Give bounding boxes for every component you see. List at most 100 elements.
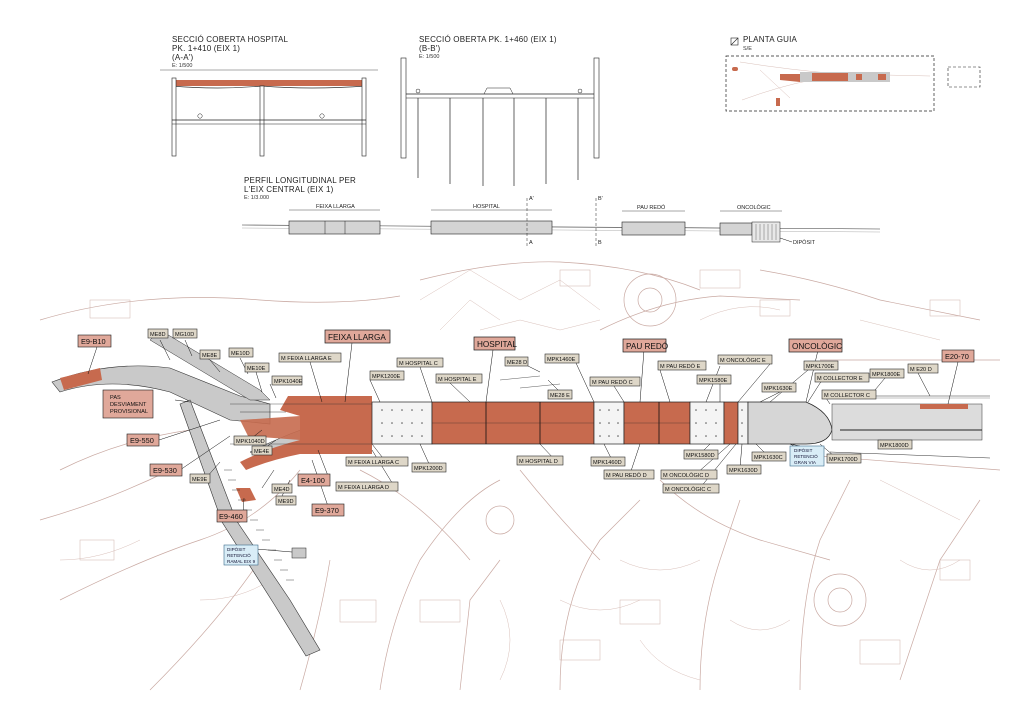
shaft-label-e20-70: E20-70 <box>941 349 975 363</box>
label-me28-e: ME28 E <box>547 389 573 400</box>
svg-text:ME8E: ME8E <box>202 353 218 359</box>
station-label-pau-redo: PAU REDÓ <box>622 338 668 353</box>
section-hospital-drawing <box>160 69 378 157</box>
label-me4d: ME4D <box>271 483 293 494</box>
label-m-oncologic-d: M ONCOLÒGIC D <box>660 469 718 480</box>
svg-text:M COLLECTOR C: M COLLECTOR C <box>824 393 870 399</box>
svg-text:MG10D: MG10D <box>175 332 194 338</box>
profile-deposit-label: DIPÒSIT <box>793 239 816 246</box>
svg-text:E9-370: E9-370 <box>315 506 339 515</box>
svg-text:MPK1580E: MPK1580E <box>699 378 728 384</box>
deposit-gran-via: DIPÒSIT RETENCIÓ GRAN VIA <box>789 445 825 467</box>
plan-shaft-labels: E9-B10 E9-550 E9-530 E9-460 E4-100 E9-37… <box>77 334 975 523</box>
plan-tunnel <box>51 329 991 657</box>
svg-text:ME8D: ME8D <box>150 332 166 338</box>
label-m-oncologic-e: M ONCOLÒGIC E <box>717 354 773 365</box>
label-mpk1460d: MPK1460D <box>590 456 626 467</box>
label-me10d: ME10D <box>228 347 254 358</box>
guide-plan-icon <box>730 37 739 46</box>
station-label-hospital: HOSPITAL <box>473 336 517 351</box>
svg-text:RETENCIÓ: RETENCIÓ <box>227 552 251 558</box>
profile-station-feixa-llarga: FEIXA LLARGA <box>316 204 355 210</box>
plan-basemap <box>39 261 1001 691</box>
station-label-oncologic: ONCOLÒGIC <box>788 338 843 353</box>
svg-text:HOSPITAL: HOSPITAL <box>477 340 517 349</box>
cut-mark-a: A <box>529 240 533 246</box>
label-mpk1200e: MPK1200E <box>369 370 405 381</box>
label-mpk1630c: MPK1630C <box>751 451 787 462</box>
svg-text:M ONCOLÒGIC D: M ONCOLÒGIC D <box>663 472 709 479</box>
svg-text:E9-460: E9-460 <box>219 512 243 521</box>
svg-text:PAS: PAS <box>110 395 121 401</box>
profile-oncologic: ONCOLÒGIC DIPÒSIT <box>719 204 816 246</box>
label-m-e20-d: M E20 D <box>907 363 939 374</box>
profile-title-1: PERFIL LONGITUDINAL PER <box>244 176 356 185</box>
label-mpk1460e: MPK1460E <box>544 353 580 364</box>
svg-text:ME4D: ME4D <box>274 487 290 493</box>
profile: PERFIL LONGITUDINAL PER L'EIX CENTRAL (E… <box>241 176 881 246</box>
profile-cut-marks: A' A B' B <box>526 196 603 246</box>
svg-text:M FEIXA LLARGA E: M FEIXA LLARGA E <box>281 356 332 362</box>
label-me9e: ME9E <box>189 473 211 484</box>
profile-feixa-llarga: FEIXA LLARGA <box>288 204 381 235</box>
svg-text:MPK1200D: MPK1200D <box>414 466 443 472</box>
svg-text:RETENCIÓ: RETENCIÓ <box>794 453 818 459</box>
cut-mark-b-prime: B' <box>598 196 603 202</box>
svg-text:FEIXA LLARGA: FEIXA LLARGA <box>328 333 386 342</box>
label-me8e: ME8E <box>199 349 221 360</box>
label-m-hospital-c: M HOSPITAL C <box>396 357 444 368</box>
label-mpk1040e: MPK1040E <box>271 375 303 386</box>
label-me4e: ME4E <box>251 445 273 456</box>
deposit-ramal-eix-9: DIPÒSIT RETENCIÓ RAMAL EIX 9 <box>223 544 259 566</box>
plan-element-labels: ME8D MG10D ME8E ME10D ME10E MPK1040E M F… <box>147 328 939 506</box>
guide-plan-frame <box>725 55 935 112</box>
plan-leaders <box>87 339 959 553</box>
svg-text:MPK1800D: MPK1800D <box>880 443 909 449</box>
svg-text:ME28 E: ME28 E <box>550 393 570 399</box>
guide-plan: PLANTA GUIA S/E <box>725 35 981 112</box>
label-mpk1200d: MPK1200D <box>411 462 447 473</box>
guide-plan-map <box>732 61 931 106</box>
label-mpk1700d: MPK1700D <box>826 453 862 464</box>
profile-station-hospital: HOSPITAL <box>473 204 500 210</box>
section-oberta-scale: E: 1/500 <box>419 54 440 60</box>
label-m-oncologic-c: M ONCOLÒGIC C <box>662 483 720 494</box>
svg-text:M HOSPITAL C: M HOSPITAL C <box>399 361 438 367</box>
shaft-label-e9-550: E9-550 <box>126 433 160 447</box>
shaft-label-e9-530: E9-530 <box>149 463 183 477</box>
section-hospital-scale: E: 1/500 <box>172 63 193 69</box>
station-label-feixa-llarga: FEIXA LLARGA <box>324 329 391 344</box>
svg-text:ME9D: ME9D <box>278 499 294 505</box>
svg-text:MPK1800E: MPK1800E <box>872 372 901 378</box>
label-me28-d: ME28 D <box>504 356 529 367</box>
svg-text:ONCOLÒGIC: ONCOLÒGIC <box>792 341 842 351</box>
label-m-pau-redo-e: M PAU REDÓ E <box>657 360 707 371</box>
label-mpk1580e: MPK1580E <box>696 374 732 385</box>
profile-title-2: L'EIX CENTRAL (EIX 1) <box>244 185 334 194</box>
svg-text:E9-B10: E9-B10 <box>81 337 106 346</box>
section-oberta-drawing <box>400 57 600 186</box>
svg-text:MPK1700E: MPK1700E <box>806 364 835 370</box>
svg-text:DIPÒSIT: DIPÒSIT <box>227 546 246 552</box>
svg-text:MPK1630C: MPK1630C <box>754 455 783 461</box>
svg-text:ME10E: ME10E <box>247 366 266 372</box>
plan-station-labels: FEIXA LLARGA HOSPITAL PAU REDÓ ONCOLÒGIC <box>324 329 843 353</box>
svg-text:DESVIAMENT: DESVIAMENT <box>110 402 147 408</box>
label-mpk1800e: MPK1800E <box>869 368 905 379</box>
label-m-feixa-llarga-e: M FEIXA LLARGA E <box>278 352 342 363</box>
svg-text:MPK1630E: MPK1630E <box>764 386 793 392</box>
cut-mark-a-prime: A' <box>529 196 534 202</box>
svg-text:ME9E: ME9E <box>192 477 208 483</box>
label-mpk1630e: MPK1630E <box>761 382 797 393</box>
section-hospital-title-3: (A-A') <box>172 53 194 62</box>
svg-text:M FEIXA LLARGA C: M FEIXA LLARGA C <box>348 460 399 466</box>
profile-hospital: HOSPITAL <box>430 204 553 235</box>
svg-text:M PAU REDÓ D: M PAU REDÓ D <box>606 472 647 479</box>
label-m-feixa-llarga-d: M FEIXA LLARGA D <box>335 481 399 492</box>
label-me10e: ME10E <box>244 362 270 373</box>
section-hospital-title-2: PK. 1+410 (EIX 1) <box>172 44 240 53</box>
svg-text:M ONCOLÒGIC C: M ONCOLÒGIC C <box>665 486 711 493</box>
guide-plan-title: PLANTA GUIA <box>743 35 798 44</box>
svg-text:RAMAL EIX 9: RAMAL EIX 9 <box>227 559 256 564</box>
